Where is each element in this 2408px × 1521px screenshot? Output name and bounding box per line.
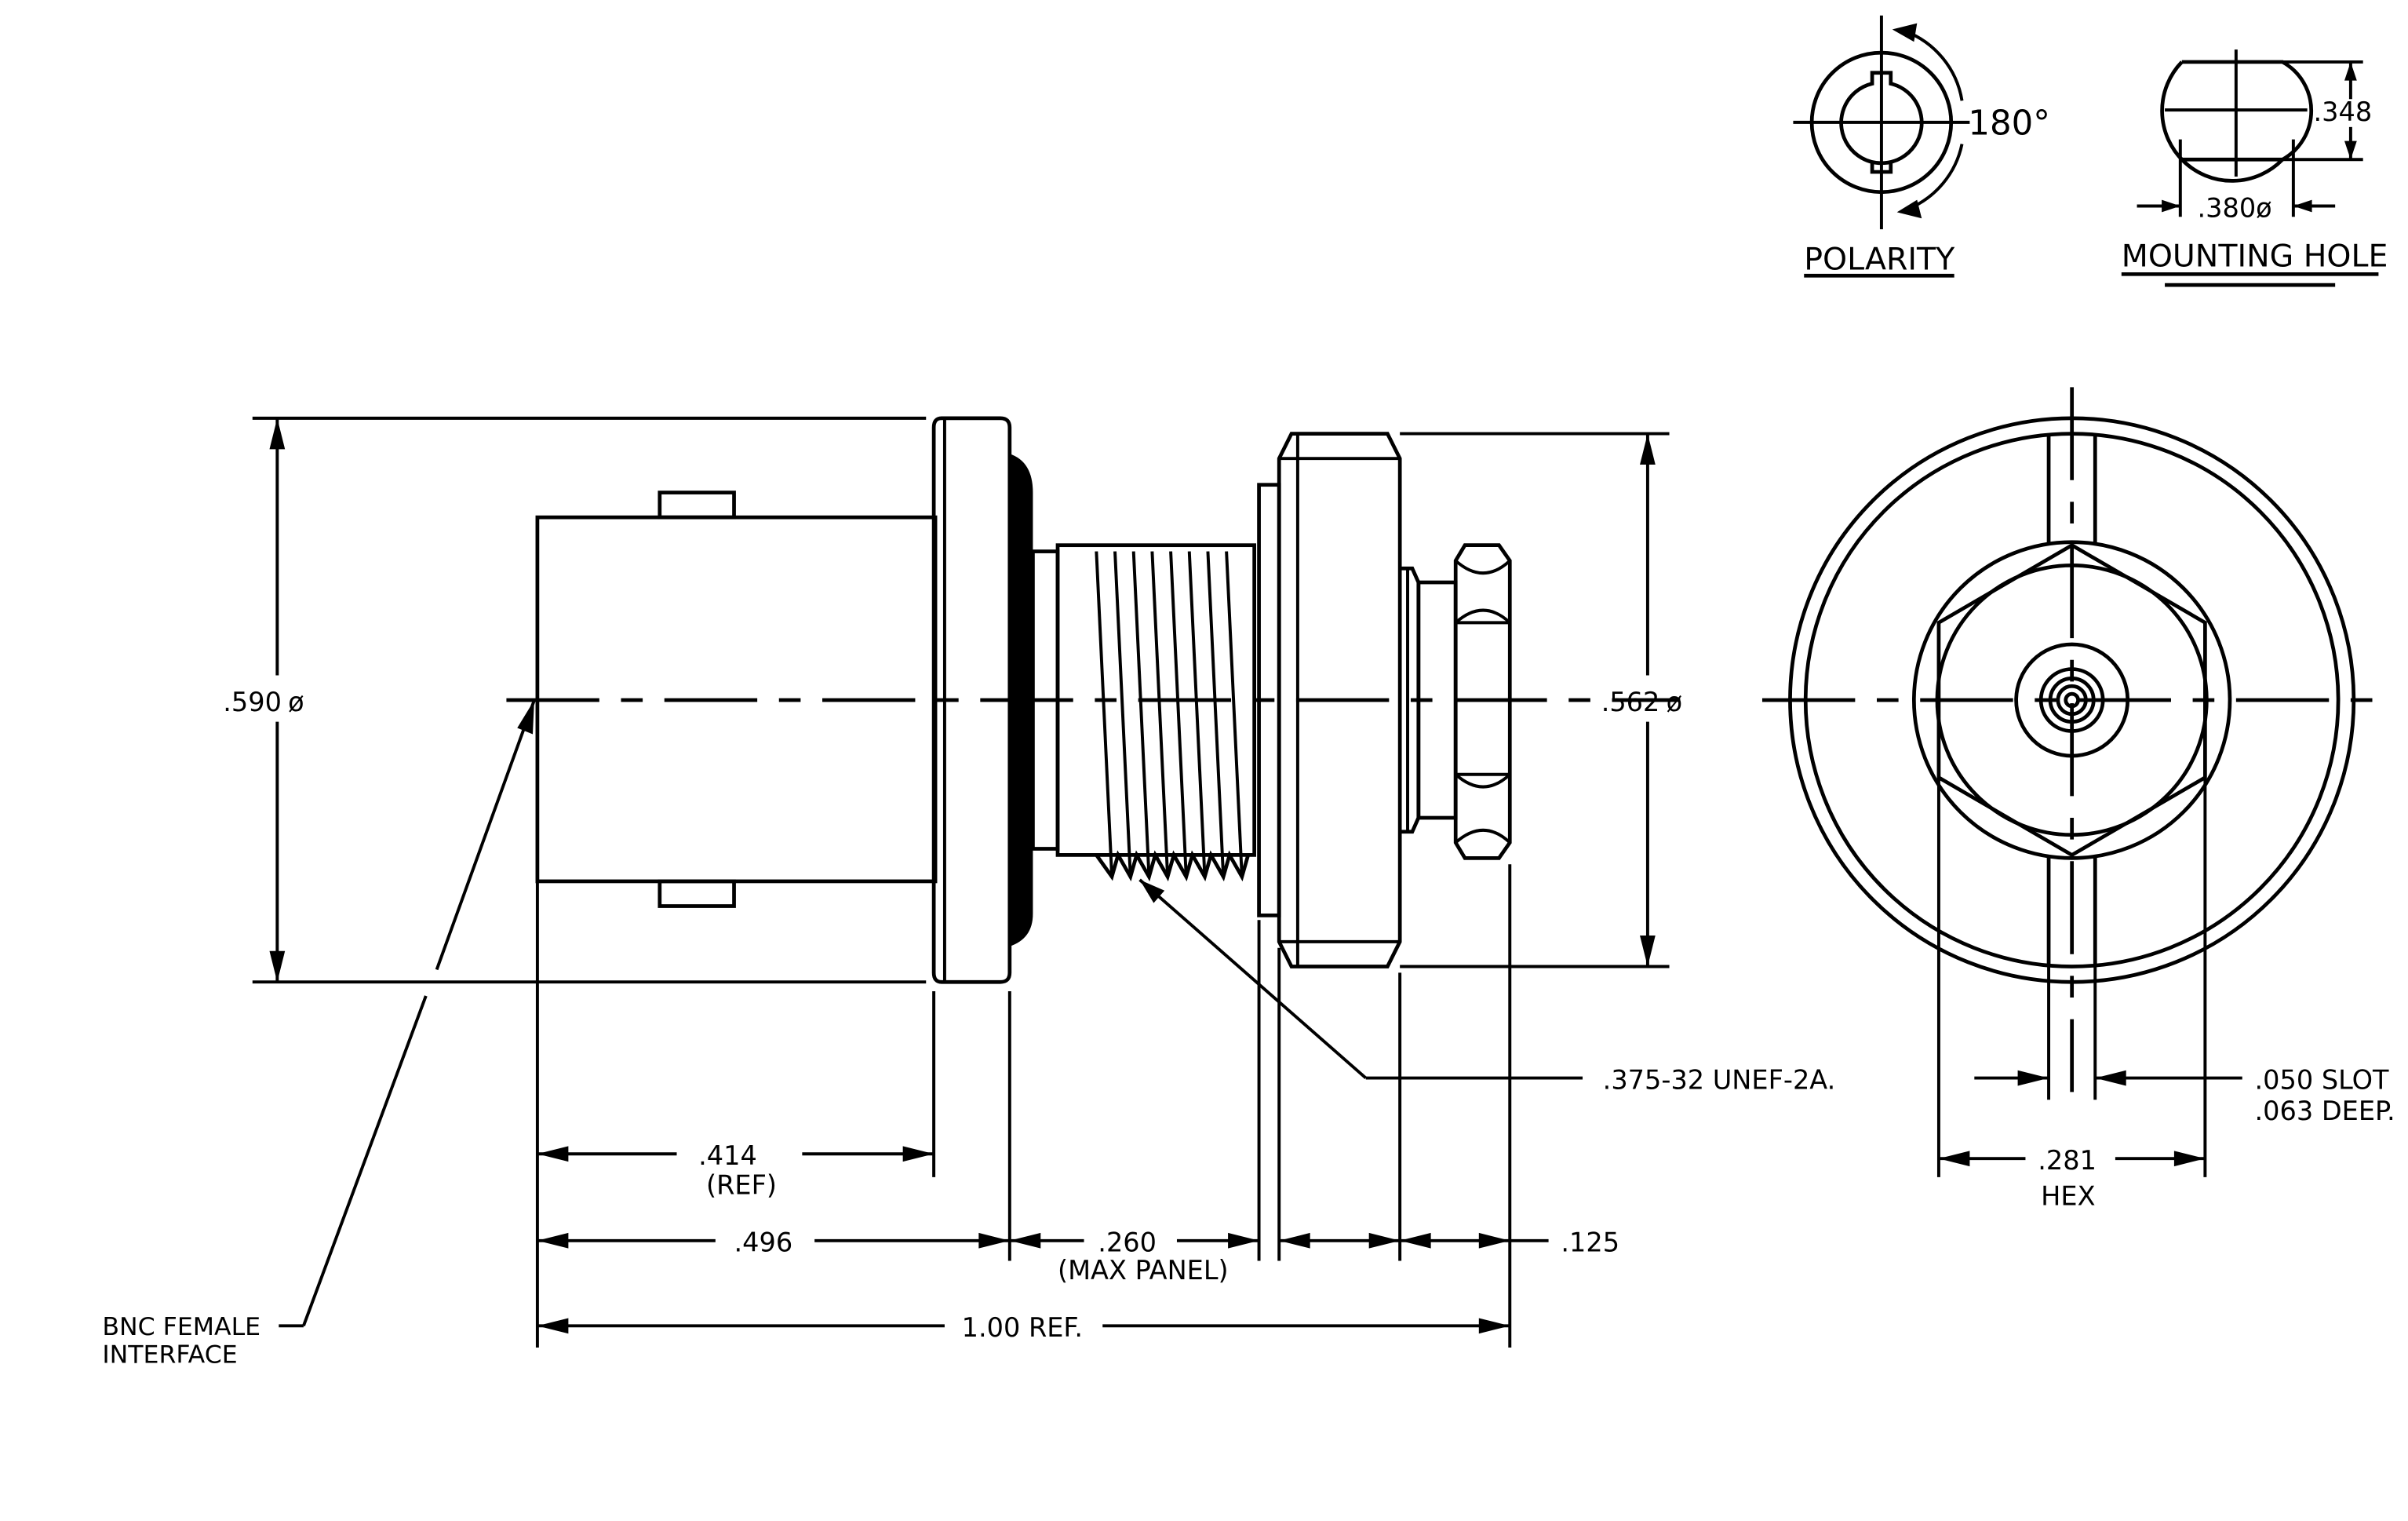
mounting-hole-title: MOUNTING HOLE <box>2122 238 2388 274</box>
dim-260-note: (MAX PANEL) <box>1058 1255 1229 1286</box>
side-view: .590 ø .562 ø .375-32 UNEF-2A. BNC FEMAL… <box>102 416 1836 1370</box>
dim-414-note: (REF) <box>706 1170 777 1201</box>
dim-260: .260 <box>1098 1227 1157 1258</box>
body-diameter-label: .590 <box>223 687 282 717</box>
thread-diameter-label: .562 <box>1601 687 1660 717</box>
thread-callout: .375-32 UNEF-2A. <box>1603 1064 1836 1095</box>
polarity-view: 180° POLARITY <box>1793 15 2050 278</box>
hex-label: HEX <box>2041 1180 2095 1211</box>
dim-414: .414 <box>698 1140 757 1171</box>
mounting-hole-view: .348 .380ø MOUNTING HOLE <box>2121 49 2388 287</box>
slot-depth-label: .063 DEEP. <box>2255 1096 2395 1126</box>
thread-diameter-symbol: ø <box>1667 687 1683 717</box>
body-diameter-symbol: ø <box>288 687 304 717</box>
dim-overall: 1.00 REF. <box>962 1312 1083 1343</box>
dim-125: .125 <box>1561 1227 1619 1258</box>
end-view: .050 SLOT .063 DEEP. .281 HEX <box>1761 387 2395 1211</box>
interface-label-line1: BNC FEMALE <box>102 1313 260 1341</box>
interface-label-line2: INTERFACE <box>102 1341 237 1370</box>
dim-496: .496 <box>734 1227 793 1258</box>
slot-width-label: .050 SLOT <box>2255 1064 2389 1095</box>
thread-lines <box>1095 551 1244 877</box>
mounting-diameter-label: .380ø <box>2198 192 2272 223</box>
polarity-angle-label: 180° <box>1968 104 2050 144</box>
polarity-title: POLARITY <box>1804 241 1955 277</box>
mounting-flat-label: .348 <box>2314 97 2373 127</box>
hex-dim-label: .281 <box>2038 1145 2097 1176</box>
